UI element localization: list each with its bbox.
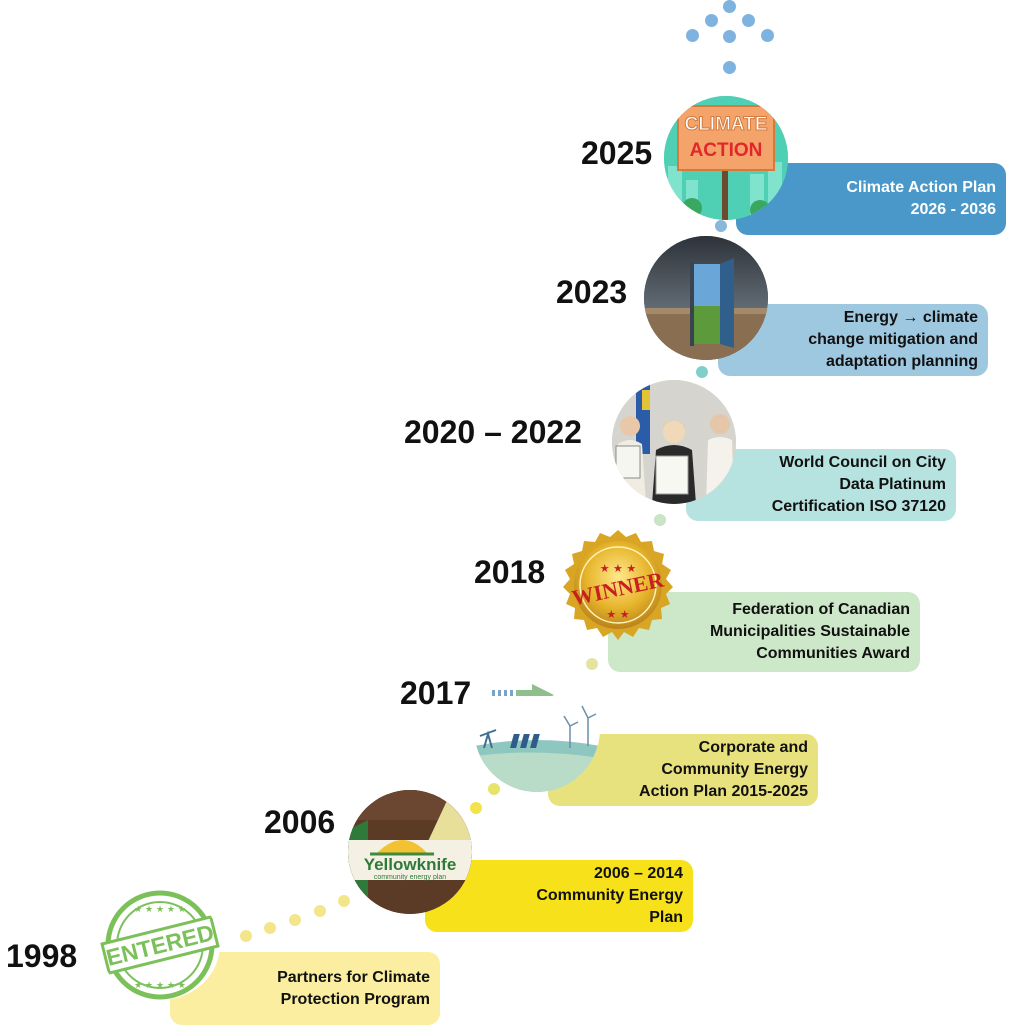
- yellowknife-plan-image: Yellowknife community energy plan: [348, 790, 472, 914]
- decor-dot: [686, 29, 699, 42]
- year-2006: 2006: [264, 804, 336, 840]
- connector-dot: [289, 914, 301, 926]
- milestone-text: Federation of Canadian Municipalities Su…: [709, 601, 910, 662]
- year-2023: 2023: [556, 274, 628, 310]
- winner-seal-icon: ★ ★ ★ WINNER ★ ★: [556, 528, 680, 652]
- decor-dot: [742, 14, 755, 27]
- year-2017: 2017: [400, 675, 472, 711]
- svg-text:★ ★: ★ ★: [606, 608, 629, 621]
- door-field-image: [644, 236, 768, 360]
- milestone-text: Energy → climate change mitigation and a…: [808, 309, 978, 370]
- climate-text: CLIMATE: [684, 114, 767, 135]
- connector-dot: [586, 658, 598, 670]
- decor-dot: [723, 30, 736, 43]
- year-2020-2022: 2020 – 2022: [404, 414, 582, 450]
- yellowknife-subtext: community energy plan: [374, 874, 446, 881]
- connector-dot: [654, 514, 666, 526]
- decor-dot: [723, 0, 736, 13]
- milestone-label-2023: Energy → climate change mitigation and a…: [718, 304, 988, 376]
- milestone-text: Partners for Climate Protection Program: [277, 968, 430, 1008]
- climate-action-sign-image: CLIMATE ACTION: [664, 96, 788, 220]
- connector-dot: [240, 930, 252, 942]
- energy-landscape-image: [474, 696, 600, 792]
- svg-text:★ ★ ★: ★ ★ ★: [600, 562, 637, 575]
- svg-text:★ ★ ★ ★ ★: ★ ★ ★ ★ ★: [134, 981, 186, 991]
- connector-dot: [338, 895, 350, 907]
- year-2025: 2025: [581, 135, 653, 171]
- action-text: ACTION: [690, 140, 763, 161]
- decor-dot: [705, 14, 718, 27]
- yellowknife-text: Yellowknife: [364, 855, 457, 874]
- entered-stamp-icon: ENTERED ★ ★ ★ ★ ★ ★ ★ ★ ★ ★: [100, 890, 220, 1000]
- milestone-text: 2006 – 2014 Community Energy Plan: [536, 865, 683, 926]
- decor-dot: [761, 29, 774, 42]
- connector-dot: [715, 220, 727, 232]
- year-1998: 1998: [6, 938, 78, 974]
- connector-dot: [314, 905, 326, 917]
- connector-dot: [470, 802, 482, 814]
- certification-photo: [612, 380, 736, 504]
- milestone-text: Corporate and Community Energy Action Pl…: [639, 739, 808, 800]
- decor-dot: [723, 61, 736, 74]
- milestone-text: World Council on City Data Platinum Cert…: [771, 454, 946, 515]
- svg-text:★ ★ ★ ★ ★: ★ ★ ★ ★ ★: [134, 905, 186, 915]
- connector-dot: [696, 366, 708, 378]
- milestone-text: Climate Action Plan 2026 - 2036: [846, 179, 996, 218]
- year-2018: 2018: [474, 554, 546, 590]
- connector-dot: [264, 922, 276, 934]
